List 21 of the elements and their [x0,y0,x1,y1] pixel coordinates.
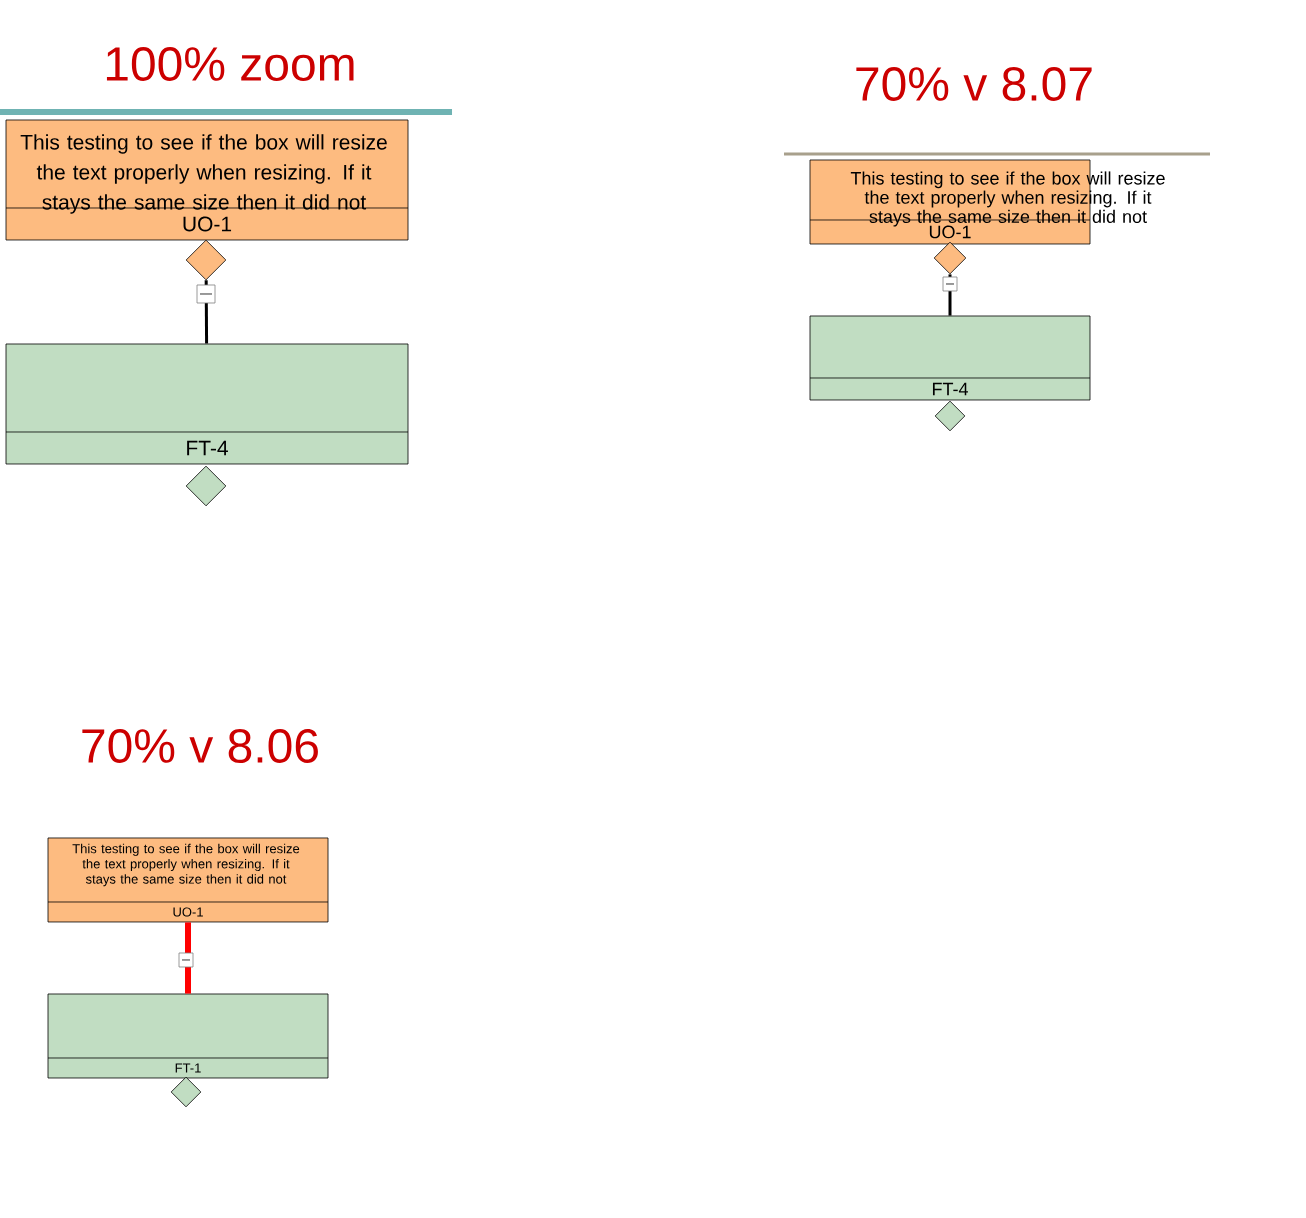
box-id: FT-4 [187,440,228,456]
process-box [47,837,329,923]
connector-line [948,274,952,316]
panel-heading: 70% v 8.06 [82,729,318,763]
process-box [809,315,1091,401]
connector-line [185,922,191,994]
connector-line [204,280,209,344]
process-box [47,993,329,1079]
connector-diamond [185,239,227,281]
connector-diamond [185,465,227,507]
box-text: This testing to see if the box will resize the text properly when resizing. If it stays the same size then it did not [20,134,387,214]
process-box [5,343,409,465]
box-id: FT-4 [933,382,968,396]
connector-diamond [933,241,967,275]
panel-heading: 70% v 8.07 [856,67,1092,101]
process-box [809,159,1165,245]
box-id: UO-1 [929,225,971,239]
process-box [5,119,409,241]
connector-diamond [934,400,966,432]
box-id: UO-1 [183,216,232,232]
connector-diamond [170,1076,202,1108]
